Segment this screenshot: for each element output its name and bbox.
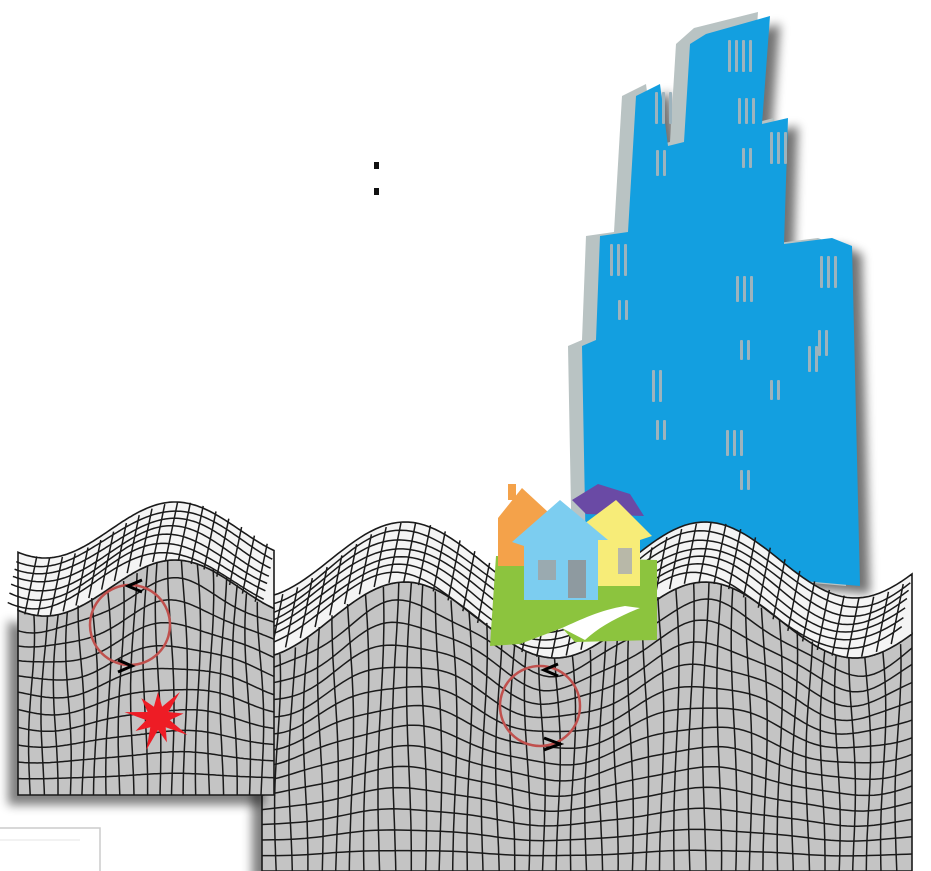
building-window (624, 244, 627, 276)
building-window (656, 150, 659, 176)
bullet-icon (374, 188, 379, 195)
bullet-icon (374, 162, 379, 169)
building-window (740, 430, 743, 456)
building-window (770, 380, 773, 400)
building-window (738, 98, 741, 124)
house-yellow-window (618, 548, 632, 574)
building-window (749, 40, 752, 72)
building-window (745, 98, 748, 124)
house-blue-door (568, 560, 586, 598)
building-window (777, 132, 780, 164)
building-window (669, 92, 672, 124)
ground-block-left (8, 502, 274, 805)
building-window (659, 370, 662, 402)
building-window (625, 300, 628, 320)
building-window (728, 40, 731, 72)
building-window (818, 330, 821, 356)
building-window (784, 132, 787, 164)
building-window (752, 98, 755, 124)
building-window (618, 300, 621, 320)
building-window (655, 92, 658, 124)
house-blue-window (538, 560, 556, 580)
building-window (747, 470, 750, 490)
building-window (834, 256, 837, 288)
building-window (743, 276, 746, 302)
building-window (740, 470, 743, 490)
building-window (742, 40, 745, 72)
building-window (825, 330, 828, 356)
building-window (652, 370, 655, 402)
building-window (736, 276, 739, 302)
building-window (656, 420, 659, 440)
building-window (749, 148, 752, 168)
building-window (726, 430, 729, 456)
building-window (662, 92, 665, 124)
building-window (827, 256, 830, 288)
building-window (750, 276, 753, 302)
building-window (610, 244, 613, 276)
building-window (808, 346, 811, 372)
building-window (735, 40, 738, 72)
building-window (663, 150, 666, 176)
building-window (777, 380, 780, 400)
building-window (770, 132, 773, 164)
building-window (815, 346, 818, 372)
building-window (820, 256, 823, 288)
building-window (742, 148, 745, 168)
building-window (617, 244, 620, 276)
building-window (740, 340, 743, 360)
box-outline (0, 828, 100, 871)
building-window (663, 420, 666, 440)
building-window (747, 340, 750, 360)
building-window (733, 430, 736, 456)
house-orange-chimney (508, 484, 516, 500)
